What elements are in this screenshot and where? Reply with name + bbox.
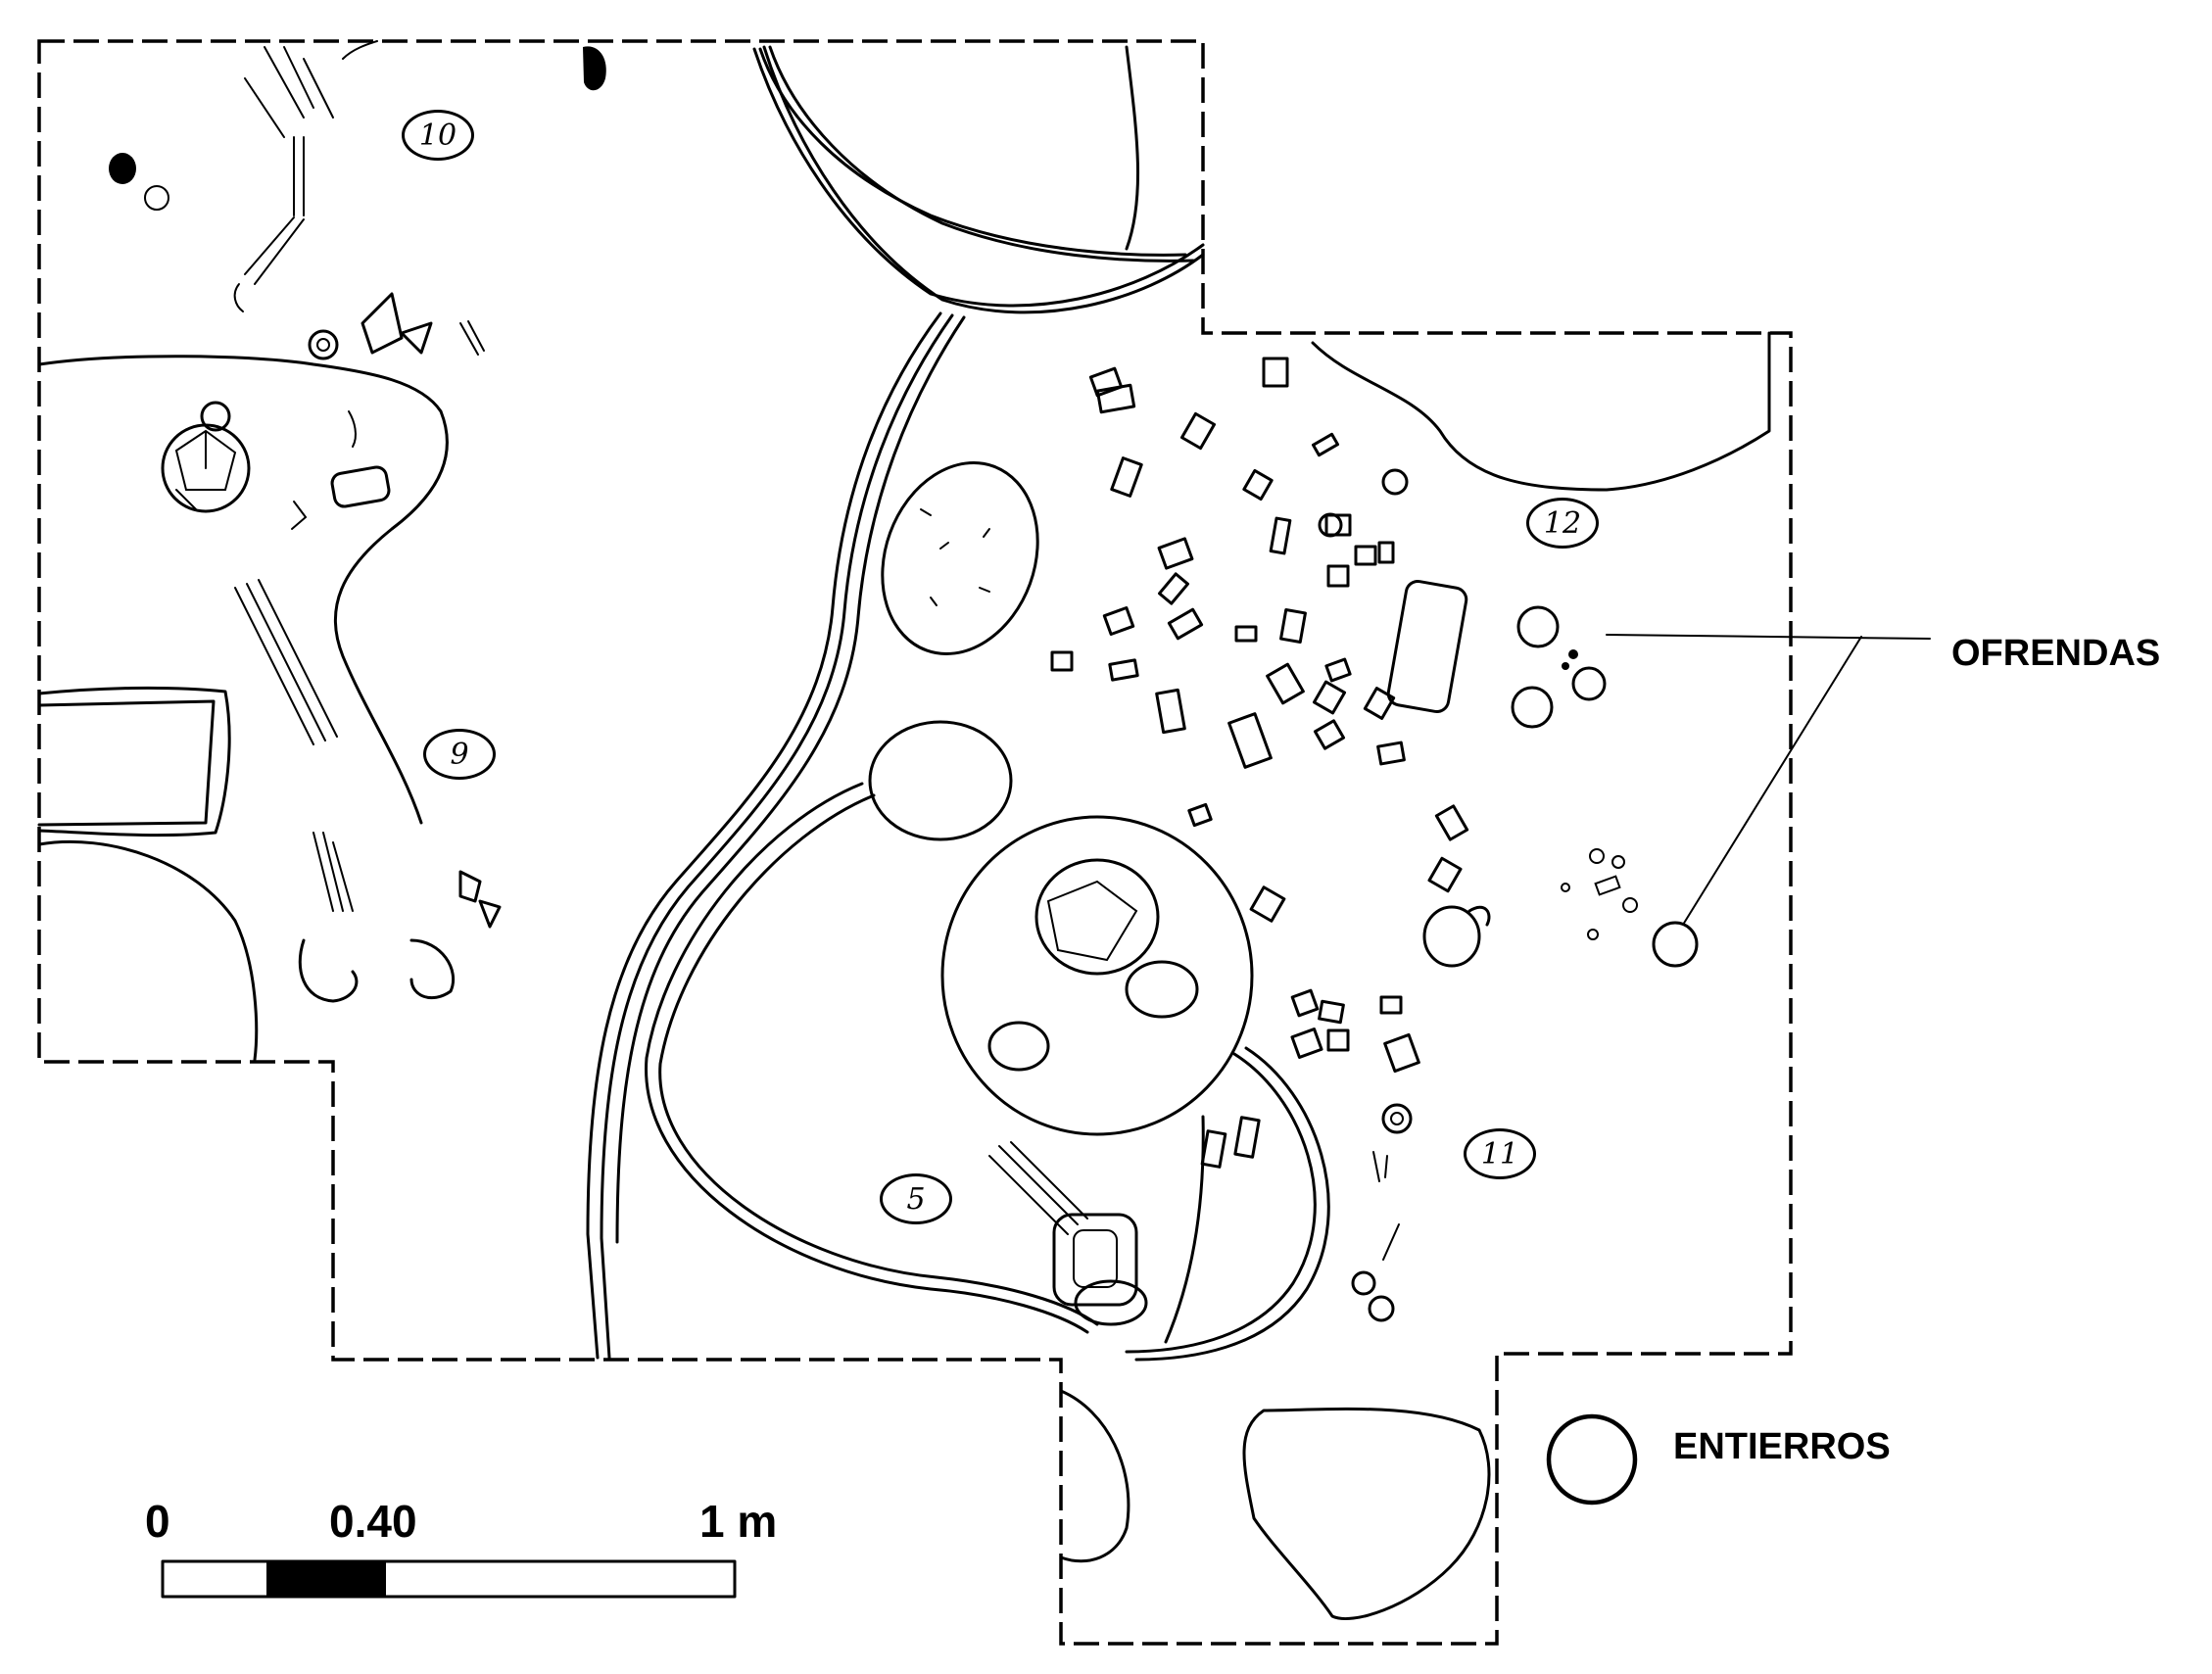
fill-deposit-left	[37, 839, 259, 1062]
vessel-cluster-burial-9	[298, 832, 502, 1003]
debris-strokes-nw	[233, 40, 485, 745]
excavation-boundary	[37, 39, 1793, 1646]
burial-label-9: 9	[423, 729, 496, 780]
scale-tick-mid: 0.40	[329, 1496, 417, 1547]
burial-label-10: 10	[402, 110, 474, 161]
offerings-vessels	[1372, 605, 1699, 1261]
stone-cluster-central	[868, 720, 1254, 1136]
stone-cluster-east	[1311, 331, 1771, 714]
floor-edge-upper	[37, 355, 449, 825]
scale-bar	[161, 1559, 737, 1599]
burials-label: ENTIERROS	[1673, 1426, 1891, 1467]
scattered-stones	[1050, 357, 1469, 1322]
burial-label-11: 11	[1464, 1128, 1536, 1179]
burial-label-5: 5	[880, 1173, 952, 1224]
offerings-label: OFRENDAS	[1951, 633, 2161, 674]
scale-tick-end: 1 m	[699, 1496, 778, 1547]
burial-legend-symbol	[1546, 1413, 1638, 1506]
stone-cluster-north	[881, 461, 1039, 655]
burial-label-12: 12	[1526, 498, 1599, 549]
offerings-leaders	[1606, 634, 1931, 926]
scale-tick-0: 0	[145, 1496, 170, 1547]
stone-cluster-south	[1059, 1389, 1491, 1621]
burial-5-remains	[988, 1141, 1148, 1326]
channel-lines	[586, 45, 1330, 1362]
vessel-cluster-nw	[161, 292, 433, 530]
floor-edge-lower	[37, 686, 231, 837]
